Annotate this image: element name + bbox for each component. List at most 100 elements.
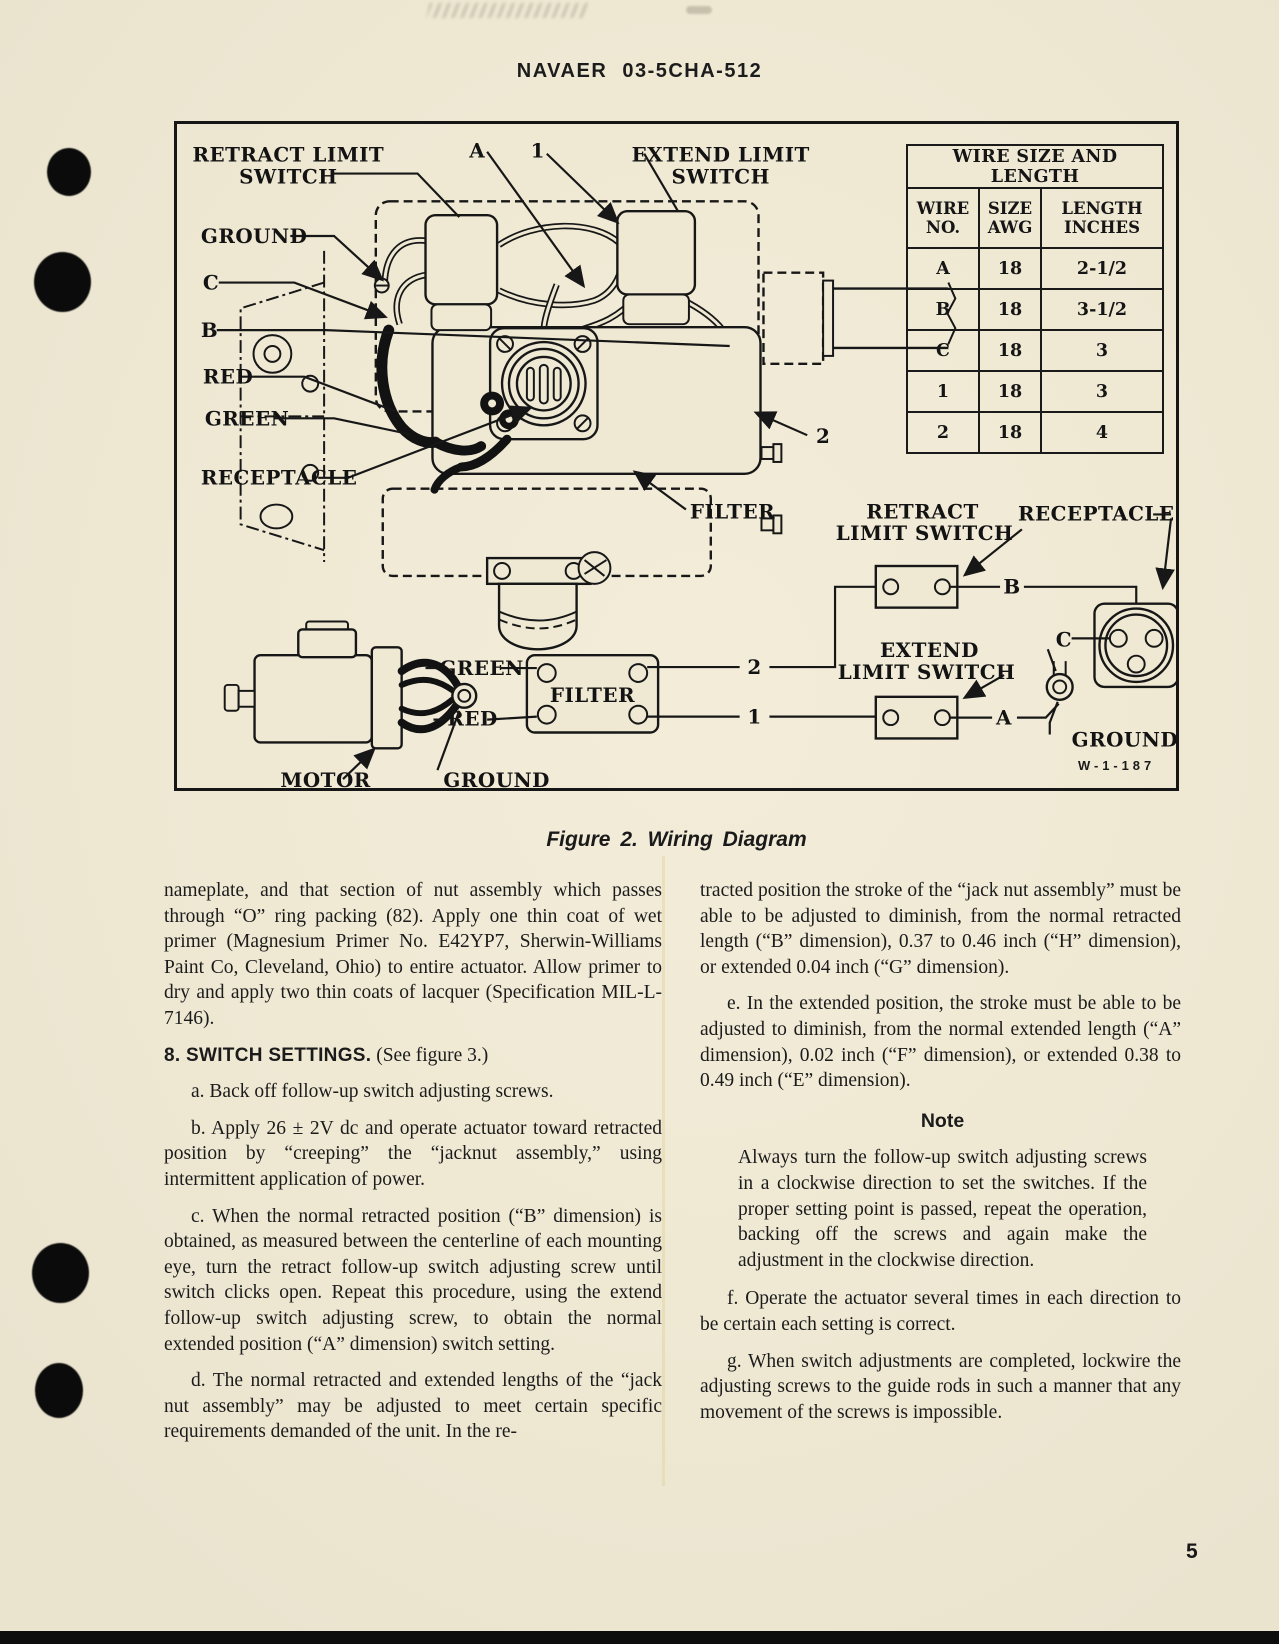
cell-size-awg: 18 (978, 288, 1042, 331)
label-extend-limit-switch-schematic: LIMIT SWITCH (838, 660, 1016, 684)
scan-artifact (426, 3, 590, 18)
receptacle-ground-lug (1045, 672, 1074, 701)
section-heading-ref: (See figure 3.) (376, 1044, 489, 1066)
motor-ground-lug (451, 682, 478, 709)
label-extend-limit-switch: EXTEND LIMIT (632, 143, 810, 167)
retract-limit-switch-pictorial (424, 213, 499, 332)
label-red-schematic: RED (447, 707, 497, 731)
slotted-screw (577, 551, 612, 585)
binding-hole (34, 252, 91, 312)
wiring-diagram-drawing: RETRACT LIMIT SWITCH A 1 EXTEND LIMIT SW… (192, 139, 1176, 788)
paragraph-a: a. Back off follow-up switch adjusting s… (191, 1081, 554, 1103)
cell-size-awg: 18 (978, 370, 1042, 413)
label-wire-a: A (468, 139, 485, 163)
col-header-length-inches: LENGTH INCHES (1039, 187, 1165, 249)
label-ground-motor: GROUND (443, 768, 550, 788)
label-extend-limit-switch: SWITCH (672, 164, 770, 188)
cell-length: 3 (1039, 370, 1165, 413)
drawing-code: W-1-187 (1078, 758, 1155, 773)
label-extend-limit-switch-schematic: EXTEND (880, 638, 979, 662)
extend-limit-switch-pictorial (616, 210, 697, 326)
doc-number: NAVAER 03-5CHA-512 (516, 60, 763, 82)
label-wire-b: B (201, 318, 218, 342)
table-row: A 18 2-1/2 (906, 247, 1165, 290)
cell-wire-no: 2 (906, 411, 980, 454)
binding-hole (32, 1243, 89, 1303)
binding-hole (35, 1363, 83, 1418)
figure-caption: Figure 2. Wiring Diagram (546, 828, 807, 851)
label-motor: MOTOR (280, 768, 370, 788)
label-ground: GROUND (201, 224, 308, 248)
figure-2-wiring-diagram: RETRACT LIMIT SWITCH A 1 EXTEND LIMIT SW… (174, 121, 1179, 791)
scan-edge (0, 1631, 1279, 1644)
motor-cap (485, 556, 592, 651)
receptacle-schematic (950, 585, 1176, 735)
scan-artifact (686, 6, 712, 14)
section-heading-number: 8. SWITCH SETTINGS. (164, 1044, 372, 1066)
label-ground-receptacle: GROUND (1072, 727, 1176, 751)
paragraph-c: c. When the normal retracted position (“… (164, 1205, 662, 1355)
wire-size-length-table: WIRE SIZE AND LENGTH WIRE NO. SIZE AWG L… (905, 144, 1165, 454)
label-red: RED (203, 365, 253, 389)
cell-length: 2-1/2 (1039, 247, 1165, 290)
cell-length: 3 (1039, 329, 1165, 372)
label-retract-limit-switch-schematic: RETRACT (866, 499, 978, 523)
hex-bolts (760, 443, 783, 535)
label-retract-limit-switch-schematic: LIMIT SWITCH (836, 521, 1014, 545)
table-row: 1 18 3 (906, 370, 1165, 413)
label-wire-1: 1 (531, 139, 545, 163)
cell-wire-no: C (906, 329, 980, 372)
cell-length: 4 (1039, 411, 1165, 454)
col-header-line: WIRE (916, 198, 970, 218)
note-body: Always turn the follow-up switch adjusti… (738, 1147, 1147, 1271)
paper-fold (662, 856, 665, 1486)
filter-schematic (525, 654, 660, 734)
ground-screw-pictorial (373, 277, 390, 294)
label-green: GREEN (205, 406, 289, 430)
label-wire-a-schematic: A (995, 706, 1012, 730)
cell-size-awg: 18 (978, 329, 1042, 372)
label-wire-b-schematic: B (1003, 575, 1020, 599)
label-wire-2-schematic: 2 (747, 655, 761, 679)
note-block: Note Always turn the follow-up switch ad… (738, 1109, 1147, 1274)
mounting-bracket (239, 250, 326, 563)
motor-leader (342, 747, 376, 780)
binding-hole (47, 148, 91, 196)
paragraph-g: g. When switch adjustments are completed… (700, 1350, 1181, 1423)
page-number: 5 (1186, 1540, 1198, 1563)
paragraph-b: b. Apply 26 ± 2V dc and operate actuator… (164, 1117, 662, 1190)
paragraph: nameplate, and that section of nut assem… (164, 880, 662, 1029)
table-row: C 18 3 (906, 329, 1165, 372)
label-green-schematic: GREEN (439, 656, 523, 680)
section-heading: 8. SWITCH SETTINGS. (See figure 3.) (164, 1043, 662, 1069)
label-receptacle-schematic: RECEPTACLE (1018, 501, 1175, 525)
label-filter: FILTER (690, 499, 775, 523)
table-title: WIRE SIZE AND LENGTH (905, 144, 1165, 189)
motor-pictorial (223, 620, 478, 750)
note-title: Note (920, 1109, 965, 1132)
label-wire-1-schematic: 1 (747, 705, 761, 729)
cell-size-awg: 18 (978, 411, 1042, 454)
retract-limit-switch-schematic (874, 564, 959, 609)
col-header-line: LENGTH (1061, 198, 1143, 218)
ground-motor-leader (436, 710, 461, 771)
right-column: tracted position the stroke of the “jack… (700, 878, 1181, 1436)
label-receptacle: RECEPTACLE (201, 466, 358, 490)
cell-wire-no: A (906, 247, 980, 290)
col-header-line: NO. (925, 218, 961, 237)
paragraph: tracted position the stroke of the “jack… (700, 880, 1181, 978)
callout-leaders (216, 151, 808, 511)
table-row: 2 18 4 (906, 411, 1165, 454)
cell-wire-no: 1 (906, 370, 980, 413)
label-wire-2: 2 (816, 424, 830, 448)
label-wire-c-schematic: C (1056, 627, 1072, 651)
col-header-size-awg: SIZE AWG (978, 187, 1042, 249)
cell-wire-no: B (906, 288, 980, 331)
retract-switch-leader (962, 528, 1023, 577)
left-column: nameplate, and that section of nut assem… (164, 878, 662, 1456)
paragraph-f: f. Operate the actuator several times in… (700, 1288, 1181, 1335)
label-retract-limit-switch: SWITCH (239, 164, 337, 188)
receptacle-leader (1153, 513, 1171, 585)
extend-limit-switch-schematic (874, 695, 959, 740)
